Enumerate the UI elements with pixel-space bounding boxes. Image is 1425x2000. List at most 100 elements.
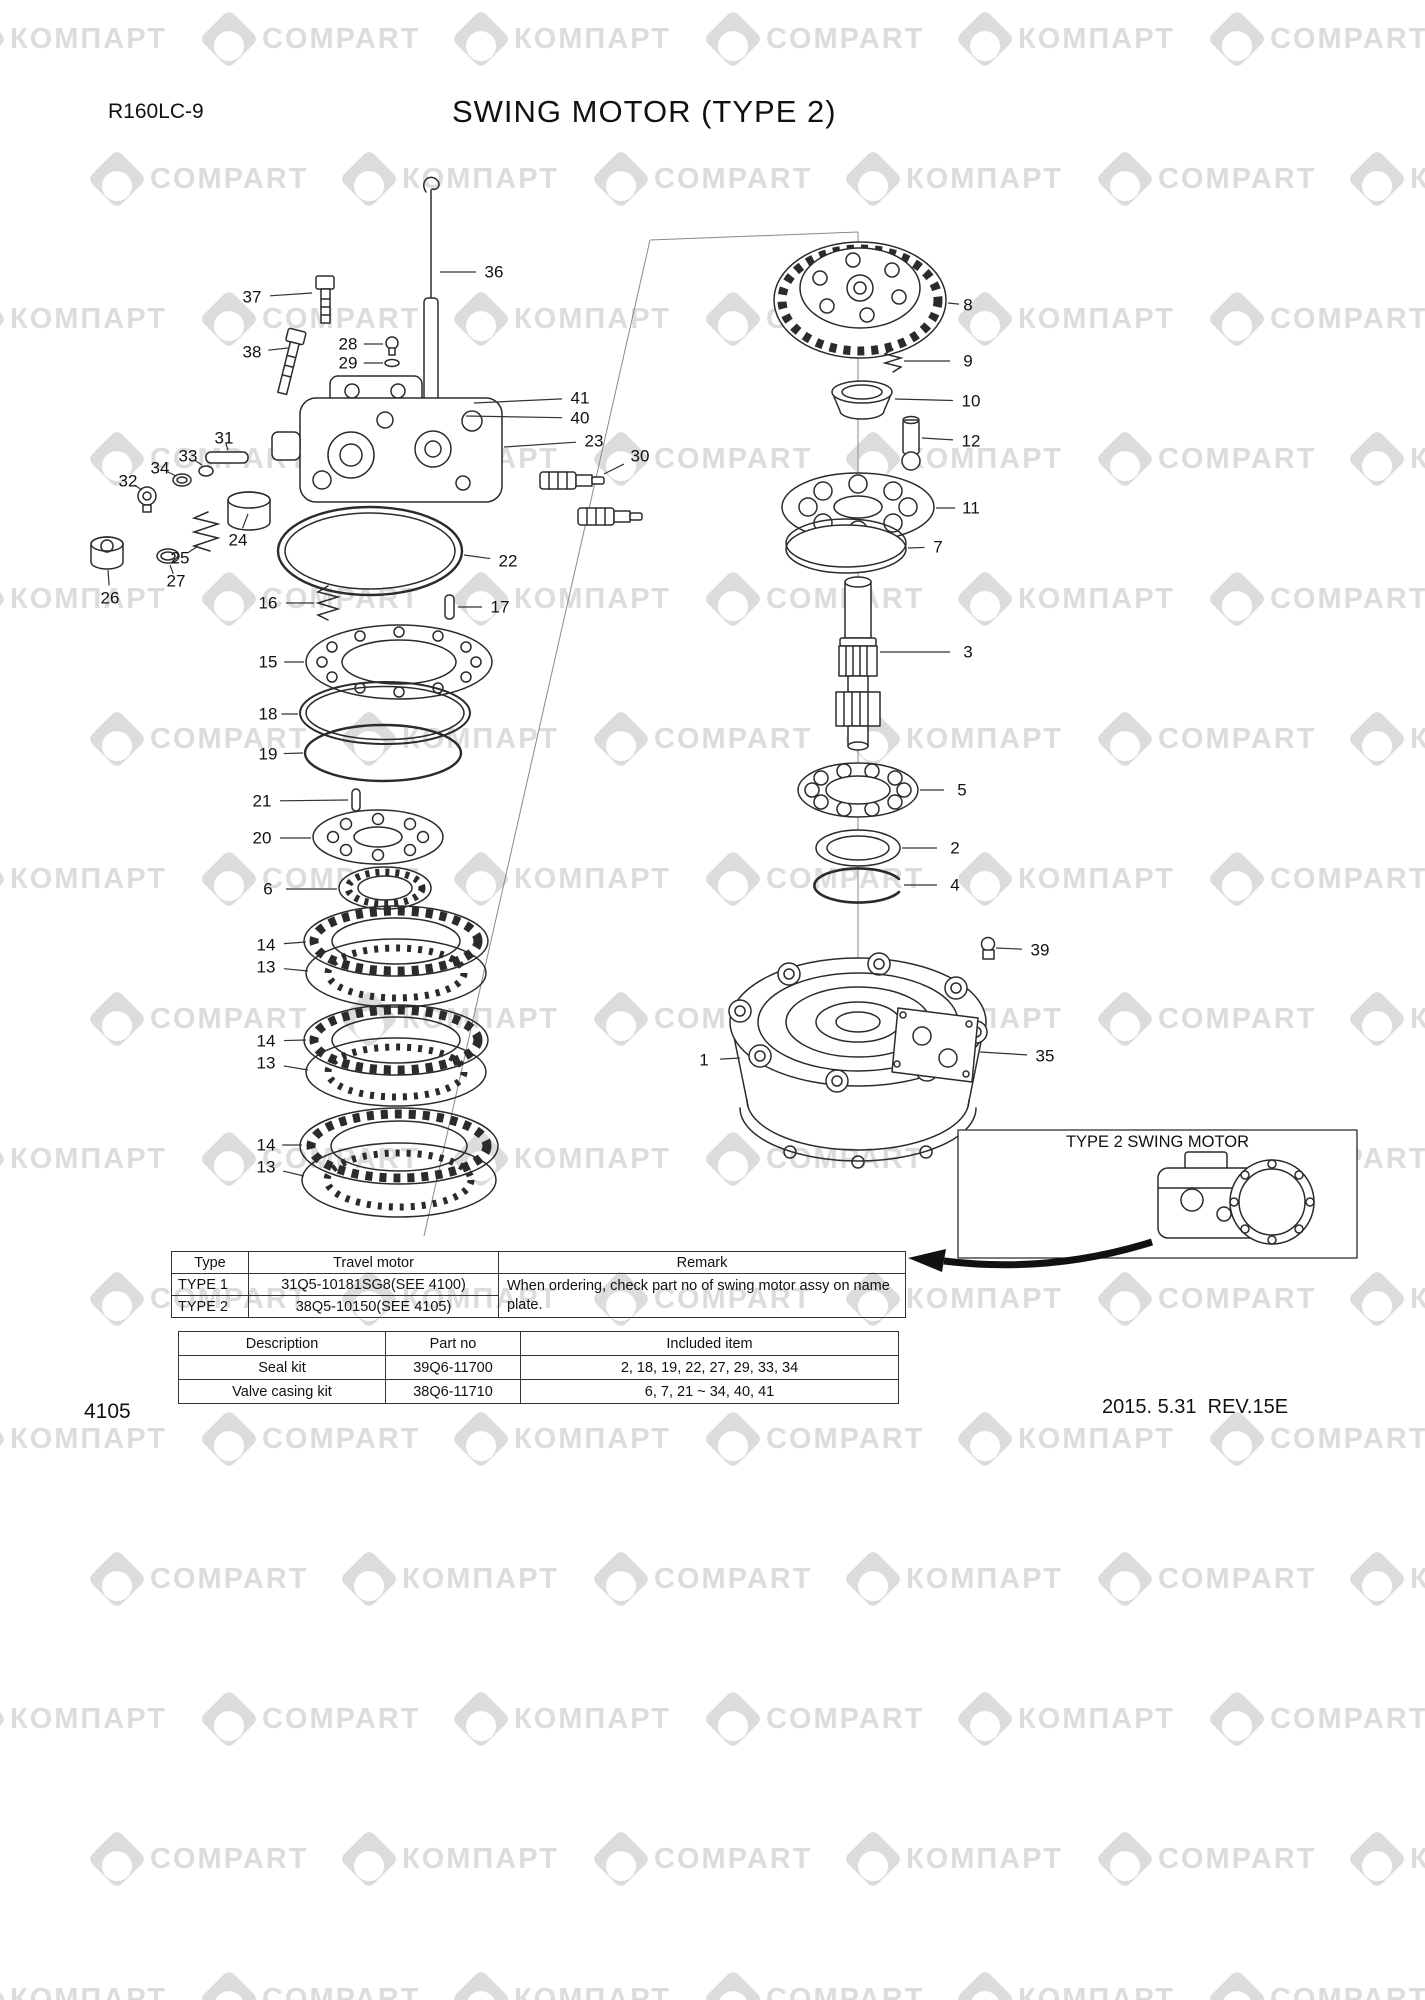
watermark-stamp: КОМПАРТ (1347, 989, 1425, 1049)
leader-line-21 (279, 799, 349, 802)
part-callout-9: 9 (963, 352, 972, 371)
watermark-stamp: COMPART (87, 149, 308, 209)
part-13-friction-plate (305, 938, 487, 1008)
leader-line-26 (107, 569, 110, 586)
leader-line-14 (283, 941, 307, 945)
watermark-stamp: КОМПАРТ (339, 1549, 559, 1609)
part-callout-14: 14 (257, 936, 276, 955)
leader-line-32 (133, 484, 143, 491)
watermark-text: COMPART (1158, 1842, 1317, 1875)
leader-line-39 (995, 947, 1023, 950)
watermark-stamp: COMPART (199, 1689, 420, 1749)
part-6-bearing (338, 866, 432, 910)
watermark-text: COMPART (262, 1982, 421, 2000)
part-callout-11: 11 (962, 499, 980, 518)
kit-table-row-seal-kit: Seal kit 39Q6-11700 2, 18, 19, 22, 27, 2… (178, 1355, 899, 1380)
watermark-text: COMPART (262, 1422, 421, 1455)
watermark-stamp: COMPART (1095, 989, 1317, 1049)
watermark-text: КОМПАРТ (514, 1982, 671, 2000)
watermark-stamp: КОМПАРТ (1347, 1549, 1425, 1609)
watermark-stamp: COMPART (703, 9, 925, 69)
part-callout-39: 39 (1031, 941, 1050, 960)
watermark-stamp: КОМПАРТ (451, 1689, 671, 1749)
watermark-text: КОМПАРТ (906, 722, 1063, 755)
watermark-stamp: COMPART (199, 1969, 421, 2000)
watermark-text: КОМПАРТ (1410, 1002, 1425, 1035)
watermark-text: COMPART (654, 1562, 813, 1595)
watermark-text: КОМПАРТ (514, 1142, 671, 1175)
part-callout-26: 26 (101, 589, 120, 608)
watermark-text: COMPART (766, 22, 925, 55)
kit-table: Description Part no Included item Seal k… (178, 1331, 899, 1404)
watermark-stamp: COMPART (703, 1409, 925, 1469)
watermark-stamp: КОМПАРТ (843, 709, 1063, 769)
type2-part-no: 38Q5-10150(SEE 4105) (248, 1295, 499, 1318)
part-callout-14: 14 (257, 1032, 276, 1051)
part-9-spring (882, 348, 904, 373)
watermark-text: COMPART (766, 1422, 925, 1455)
type1-label: TYPE 1 (171, 1273, 249, 1296)
watermark-text: COMPART (1158, 162, 1317, 195)
watermark-stamp: КОМПАРТ (955, 1969, 1175, 2000)
type-table-remark: When ordering, check part no of swing mo… (498, 1273, 906, 1318)
valve-casing-kit-part-no: 38Q6-11710 (385, 1379, 521, 1404)
part-13-friction-plate (305, 1037, 487, 1107)
part-callout-5: 5 (957, 781, 966, 800)
watermark-text: КОМПАРТ (10, 22, 167, 55)
part-38-bolt (277, 327, 307, 396)
watermark-text: КОМПАРТ (1410, 1842, 1425, 1875)
leader-line-33 (193, 459, 203, 466)
leader-line-23 (503, 441, 577, 448)
part-33-oring (198, 465, 214, 477)
watermark-stamp: КОМПАРТ (0, 1689, 167, 1749)
leader-line-40 (465, 415, 563, 419)
watermark-stamp: COMPART (703, 1969, 924, 2000)
watermark-stamp: КОМПАРТ (843, 1829, 1063, 1889)
part-29-oring (384, 358, 400, 368)
watermark-text: COMPART (1158, 1002, 1317, 1035)
watermark-text: КОМПАРТ (402, 722, 559, 755)
watermark-text: COMPART (1270, 22, 1425, 55)
part-15-plate (305, 624, 493, 700)
leader-line-24 (241, 513, 249, 529)
inset-title: TYPE 2 SWING MOTOR (1065, 1133, 1250, 1151)
part-callout-10: 10 (962, 392, 981, 411)
watermark-text: COMPART (654, 722, 813, 755)
watermark-stamp: COMPART (87, 989, 308, 1049)
watermark-text: COMPART (1270, 1702, 1425, 1735)
part-35-valve-block (891, 1007, 979, 1083)
leader-line-19 (283, 752, 304, 755)
part-callout-13: 13 (257, 1054, 276, 1073)
watermark-stamp: КОМПАРТ (1347, 1829, 1425, 1889)
watermark-stamp: КОМПАРТ (955, 849, 1175, 909)
watermark-text: КОМПАРТ (10, 1422, 167, 1455)
watermark-stamp: COMPART (1207, 569, 1425, 629)
leader-line-31 (225, 443, 229, 451)
kit-table-col-description: Description (178, 1331, 386, 1356)
kit-table-row-valve-casing-kit: Valve casing kit 38Q6-11710 6, 7, 21 ~ 3… (178, 1379, 899, 1404)
type-table-col-motor: Travel motor (248, 1251, 499, 1274)
part-36-rod (423, 176, 440, 417)
watermark-text: КОМПАРТ (906, 162, 1063, 195)
part-callout-25: 25 (171, 549, 190, 568)
watermark-text: КОМПАРТ (514, 862, 671, 895)
watermark-text: COMPART (150, 1562, 309, 1595)
watermark-text: COMPART (654, 162, 813, 195)
watermark-stamp: COMPART (703, 1689, 924, 1749)
leader-line-10 (894, 398, 954, 402)
leader-line-13 (282, 1170, 305, 1177)
kit-table-col-included: Included item (520, 1331, 899, 1356)
part-7-plate (785, 518, 907, 574)
watermark-stamp: COMPART (1095, 149, 1317, 209)
watermark-text: КОМПАРТ (1410, 722, 1425, 755)
part-8-cover (773, 241, 947, 359)
watermark-text: КОМПАРТ (1018, 582, 1175, 615)
part-callout-14: 14 (257, 1136, 276, 1155)
part-callout-35: 35 (1036, 1047, 1055, 1066)
watermark-stamp: COMPART (703, 569, 924, 629)
part-callout-38: 38 (243, 343, 262, 362)
part-23-valve-casing (271, 375, 503, 503)
leader-line-13 (283, 968, 309, 972)
revision-date: 2015. 5.31 REV.15E (1102, 1396, 1289, 1418)
